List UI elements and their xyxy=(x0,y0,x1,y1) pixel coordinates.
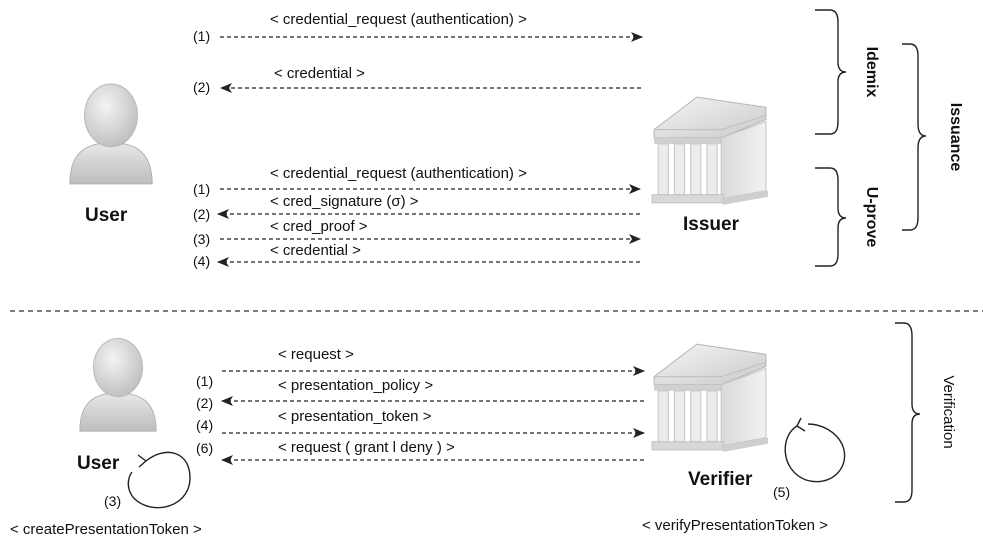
idemix-brace xyxy=(815,9,847,135)
verification-step-1-number: (1) xyxy=(196,373,213,389)
issuer-building-icon xyxy=(651,96,769,205)
uprove-brace xyxy=(815,167,847,267)
idemix-message-2: < credential > xyxy=(274,65,365,82)
user-self-loop-arrow-icon xyxy=(127,451,191,509)
verifier-self-loop-arrow-icon xyxy=(784,423,846,483)
uprove-step-2-number: (2) xyxy=(193,206,210,222)
user-self-loop-arrowhead-icon xyxy=(137,454,147,468)
verification-message-token: < presentation_token > xyxy=(278,408,432,425)
uprove-step-4-number: (4) xyxy=(193,253,210,269)
verification-step-3-number: (3) xyxy=(104,493,121,509)
idemix-step-2-number: (2) xyxy=(193,79,210,95)
uprove-step-1-number: (1) xyxy=(193,181,210,197)
idemix-bracket-label: Idemix xyxy=(863,47,880,98)
verification-step-2-number: (2) xyxy=(196,395,213,411)
user-avatar-icon xyxy=(69,83,153,185)
user-label: User xyxy=(85,205,128,226)
verification-message-grant: < request ( grant l deny ) > xyxy=(278,439,455,456)
uprove-message-3: < cred_proof > xyxy=(270,218,368,235)
verification-step-6-number: (6) xyxy=(196,440,213,456)
uprove-message-4: < credential > xyxy=(270,242,361,259)
issuer-label: Issuer xyxy=(683,214,740,235)
idemix-step-1-number: (1) xyxy=(193,28,210,44)
idemix-message-1: < credential_request (authentication) > xyxy=(270,11,527,28)
uprove-message-header: < credential_request (authentication) > xyxy=(270,165,527,182)
verifier-building-icon xyxy=(651,343,769,452)
verifier-operation-label: < verifyPresentationToken > xyxy=(642,517,828,534)
user-operation-label: < createPresentationToken > xyxy=(10,521,202,538)
verifier-label: Verifier xyxy=(688,469,753,490)
uprove-step-3-number: (3) xyxy=(193,231,210,247)
verifier-self-loop-arrowhead-icon xyxy=(796,417,806,432)
issuance-bracket-label: Issuance xyxy=(947,103,964,172)
issuance-brace xyxy=(902,43,927,231)
verification-user-label: User xyxy=(77,453,120,474)
verification-brace xyxy=(895,322,921,503)
verification-message-request: < request > xyxy=(278,346,354,363)
verification-step-5-number: (5) xyxy=(773,484,790,500)
verification-step-4-number: (4) xyxy=(196,417,213,433)
verification-bracket-label: Verification xyxy=(940,375,957,448)
uprove-message-2: < cred_signature (σ) > xyxy=(270,193,419,210)
verification-section: User Verifier < request > (1) < presenta… xyxy=(10,322,957,538)
uprove-bracket-label: U-prove xyxy=(863,187,880,248)
issuance-section: User Issuer (1) < credential_request (au… xyxy=(69,9,964,269)
user-avatar-icon xyxy=(79,337,157,432)
verification-message-policy: < presentation_policy > xyxy=(278,377,433,394)
